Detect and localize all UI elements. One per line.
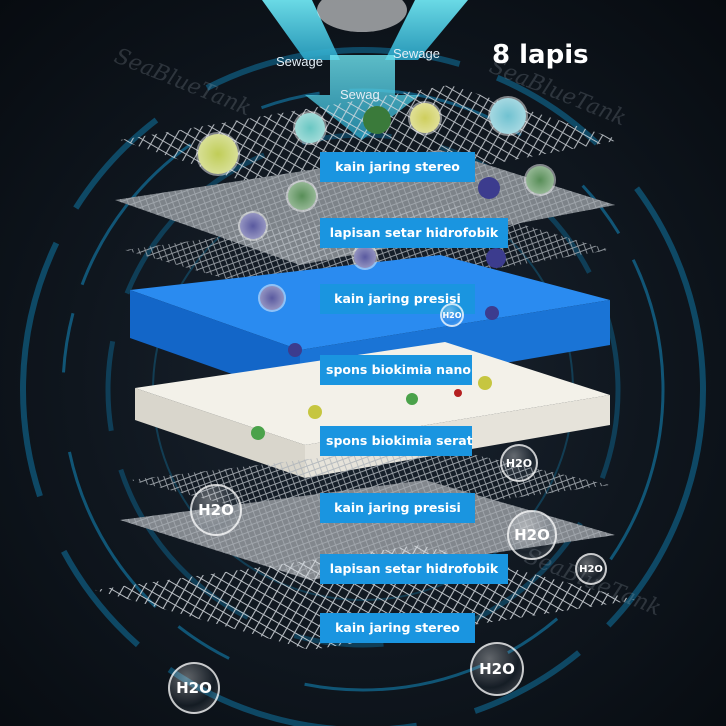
sewage-label-2: Sewage: [393, 46, 440, 61]
layer-label-8: kain jaring stereo: [320, 613, 475, 643]
sewage-label-3: Sewag: [340, 87, 380, 102]
sewage-label-1: Sewage: [276, 54, 323, 69]
layer-label-2: lapisan setar hidrofobik: [320, 218, 508, 248]
water-bubble: H2O: [575, 553, 607, 585]
water-bubble: H2O: [507, 510, 557, 560]
diagram-title: 8 lapis: [492, 40, 589, 70]
layer-label-1: kain jaring stereo: [320, 152, 475, 182]
layer-label-4: spons biokimia nano: [320, 355, 472, 385]
water-bubble: H2O: [500, 444, 538, 482]
layer-label-7: lapisan setar hidrofobik: [320, 554, 508, 584]
water-bubble: H2O: [440, 303, 464, 327]
water-bubble: H2O: [168, 662, 220, 714]
water-bubble: H2O: [190, 484, 242, 536]
layer-label-5: spons biokimia serat: [320, 426, 472, 456]
layer-label-6: kain jaring presisi: [320, 493, 475, 523]
water-bubble: H2O: [470, 642, 524, 696]
